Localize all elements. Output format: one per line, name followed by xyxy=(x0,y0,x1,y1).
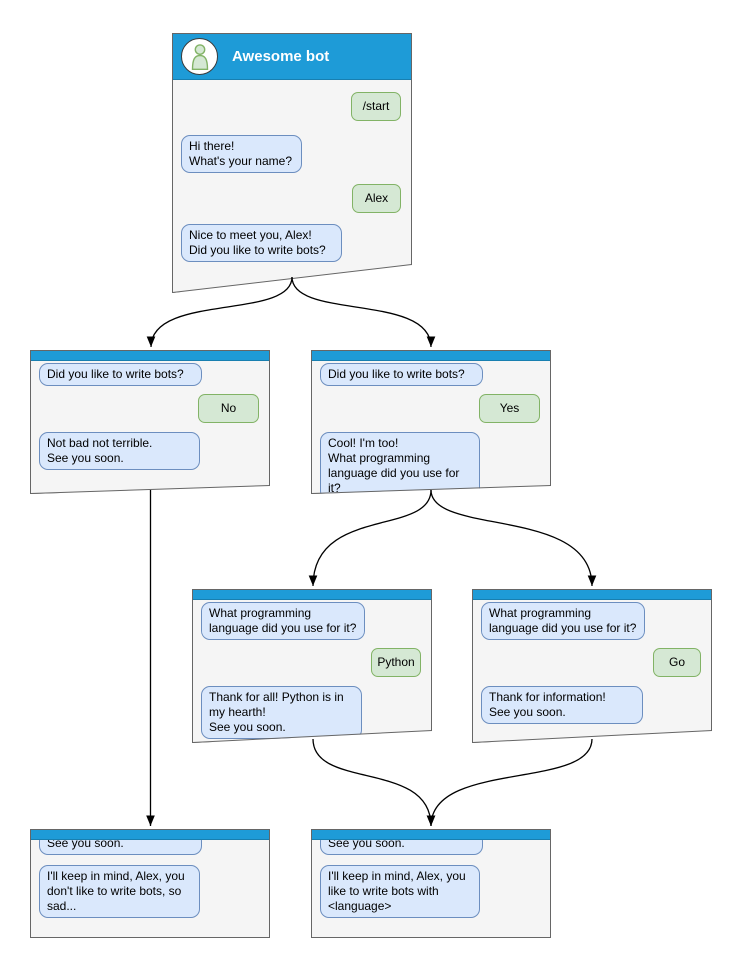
chat-window-yes: Did you like to write bots? Yes Cool! I'… xyxy=(311,350,551,494)
bot-avatar-icon xyxy=(181,38,218,75)
chat-header xyxy=(31,830,269,840)
bot-message-bubble: What programming language did you use fo… xyxy=(481,602,645,640)
bot-message-bubble: What programming language did you use fo… xyxy=(201,602,365,640)
bot-name-title: Awesome bot xyxy=(232,48,330,65)
arrow-go-to-end xyxy=(426,738,593,827)
bot-message-bubble: Hi there! What's your name? xyxy=(181,135,302,173)
chat-window-go: What programming language did you use fo… xyxy=(472,589,712,743)
chat-header xyxy=(473,590,711,600)
arrow-yes-to-python xyxy=(308,489,432,587)
bot-message-bubble: Did you like to write bots? xyxy=(39,363,202,386)
arrow-yes-to-go xyxy=(430,489,597,587)
bot-message-bubble: Nice to meet you, Alex! Did you like to … xyxy=(181,224,342,262)
chat-window-python: What programming language did you use fo… xyxy=(192,589,432,743)
chat-window-end-no: See you soon. I'll keep in mind, Alex, y… xyxy=(30,829,270,938)
chat-header xyxy=(31,351,269,361)
chat-header xyxy=(312,830,550,840)
arrow-start-to-yes xyxy=(291,276,436,348)
bot-message-bubble: Thank for all! Python is in my hearth! S… xyxy=(201,686,362,739)
chat-window-no: Did you like to write bots? No Not bad n… xyxy=(30,350,270,494)
arrow-python-to-end xyxy=(312,738,436,827)
bot-message-bubble: I'll keep in mind, Alex, you like to wri… xyxy=(320,865,480,918)
user-reply-bubble: Yes xyxy=(479,394,540,423)
bot-message-bubble: Not bad not terrible. See you soon. xyxy=(39,432,200,470)
bot-message-bubble: Cool! I'm too! What programming language… xyxy=(320,432,480,500)
user-reply-bubble: Alex xyxy=(352,184,401,213)
chat-header xyxy=(193,590,431,600)
bot-message-bubble: Did you like to write bots? xyxy=(320,363,483,386)
chat-window-start: Awesome bot /start Hi there! What's your… xyxy=(172,33,412,293)
user-command-bubble: /start xyxy=(351,92,401,121)
user-reply-bubble: Go xyxy=(653,648,701,677)
bot-message-bubble: I'll keep in mind, Alex, you don't like … xyxy=(39,865,200,918)
chat-header: Awesome bot xyxy=(173,34,411,80)
chat-window-end-yes: See you soon. I'll keep in mind, Alex, y… xyxy=(311,829,551,938)
user-reply-bubble: Python xyxy=(371,648,421,677)
bot-message-bubble: Thank for information! See you soon. xyxy=(481,686,643,724)
user-reply-bubble: No xyxy=(198,394,259,423)
chat-header xyxy=(312,351,550,361)
